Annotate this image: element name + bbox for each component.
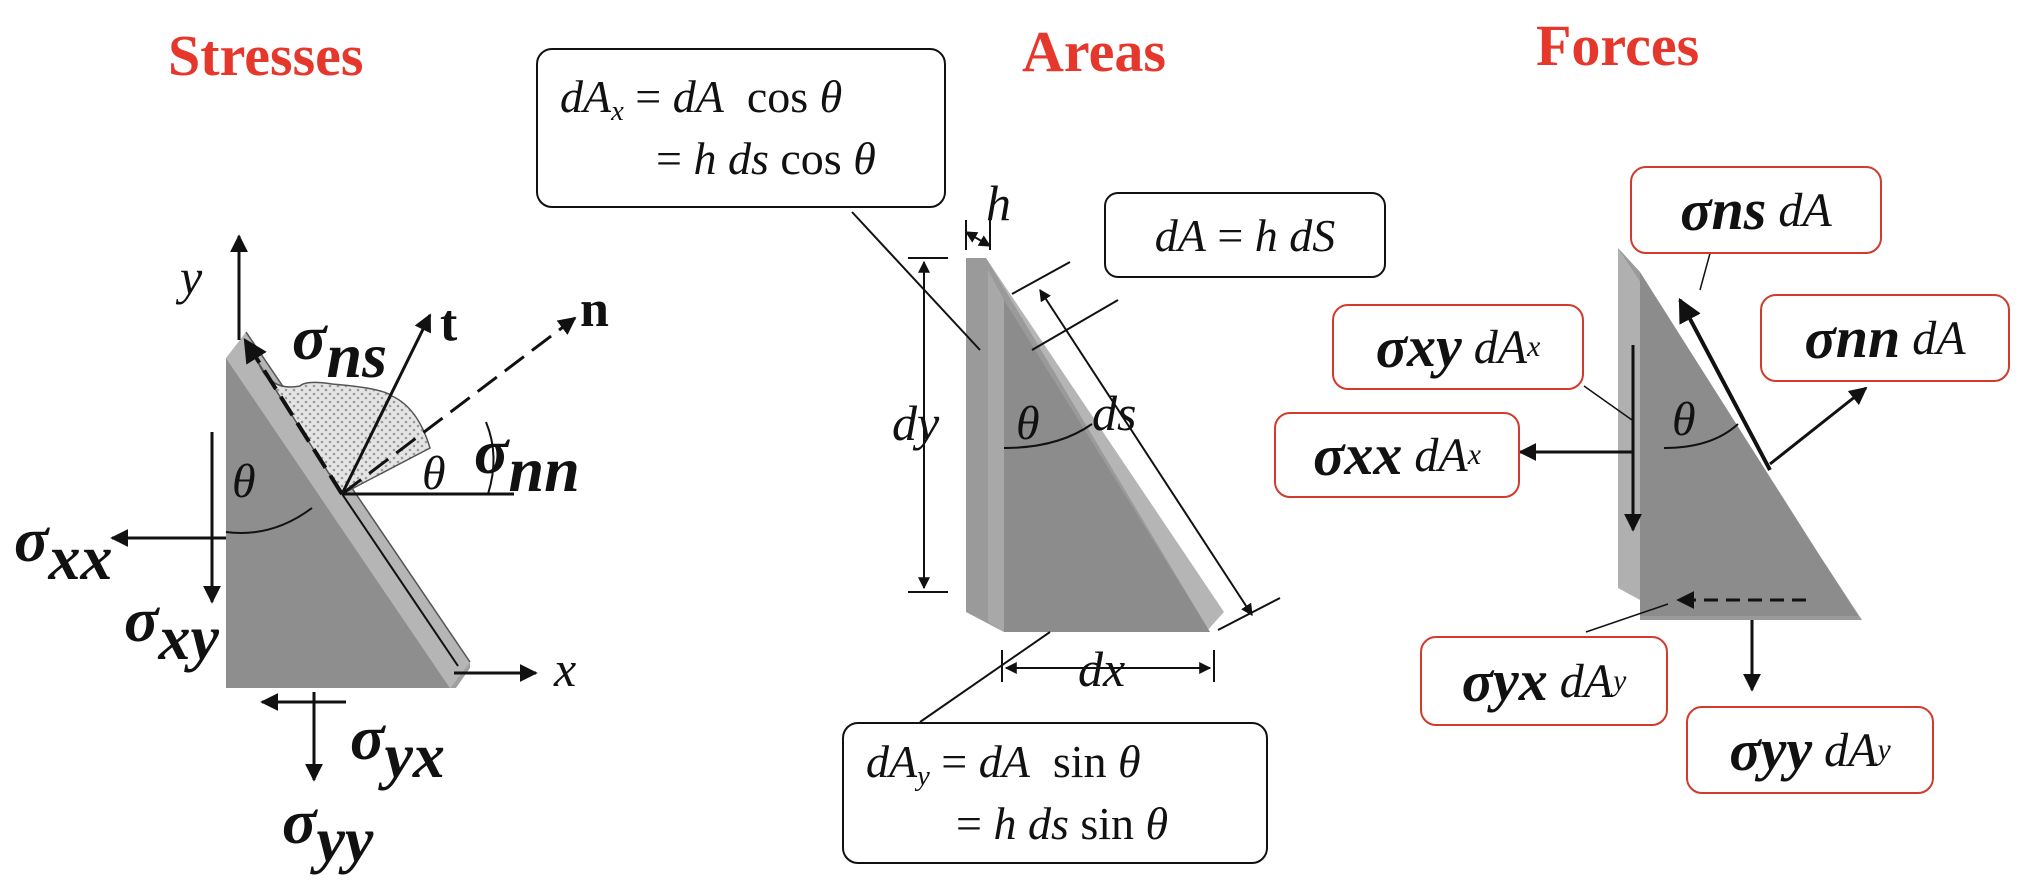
- stresses-wedge: [226, 331, 471, 688]
- forces-vectors: [1518, 297, 1868, 692]
- areas-dimensions: [851, 211, 1281, 723]
- x-axis-label: x: [554, 641, 577, 697]
- areas-title: Areas: [1022, 19, 1166, 84]
- forces-theta-label: θ: [1672, 393, 1696, 446]
- sigma-xx-label: σxx: [14, 504, 113, 593]
- areas-theta-label: θ: [1016, 397, 1040, 450]
- dAx-equation-line2: = h ds cos θ: [656, 133, 876, 184]
- dAy-equation-line2: = h ds sin θ: [956, 798, 1169, 849]
- stresses-axes: [230, 234, 538, 682]
- dAx-equation-box: dAx = dA cos θ = h ds cos θ: [536, 48, 946, 208]
- theta-angle-label: θ: [422, 447, 446, 500]
- dy-dimension-label: dy: [892, 395, 940, 451]
- dAy-equation-box: dAy = dA sin θ = h ds sin θ: [842, 722, 1268, 864]
- dx-dimension-label: dx: [1078, 641, 1126, 697]
- sigma-yx-label: σyx: [350, 702, 445, 791]
- sigma-yy-label: σyy: [282, 786, 374, 875]
- theta-wedge-label: θ: [232, 455, 256, 508]
- t-vector-label: t: [440, 295, 458, 352]
- h-dimension-label: h: [986, 175, 1011, 231]
- forces-wedge: [1618, 248, 1862, 620]
- ds-dimension-label: ds: [1092, 385, 1137, 441]
- sigma-ns-label: σns: [292, 302, 387, 391]
- dA-equation-box: dA = h dS: [1104, 192, 1386, 278]
- dAx-equation-line1: dAx = dA cos θ: [560, 70, 843, 127]
- sigma-xy-label: σxy: [124, 584, 219, 673]
- forces-title: Forces: [1536, 13, 1700, 78]
- n-vector-label: n: [580, 281, 609, 338]
- stresses-vectors: [110, 313, 577, 782]
- y-axis-label: y: [180, 249, 203, 305]
- stresses-title: Stresses: [168, 23, 364, 88]
- dAy-equation-line1: dAy = dA sin θ: [866, 735, 1141, 792]
- sigma-nn-label: σnn: [474, 416, 580, 505]
